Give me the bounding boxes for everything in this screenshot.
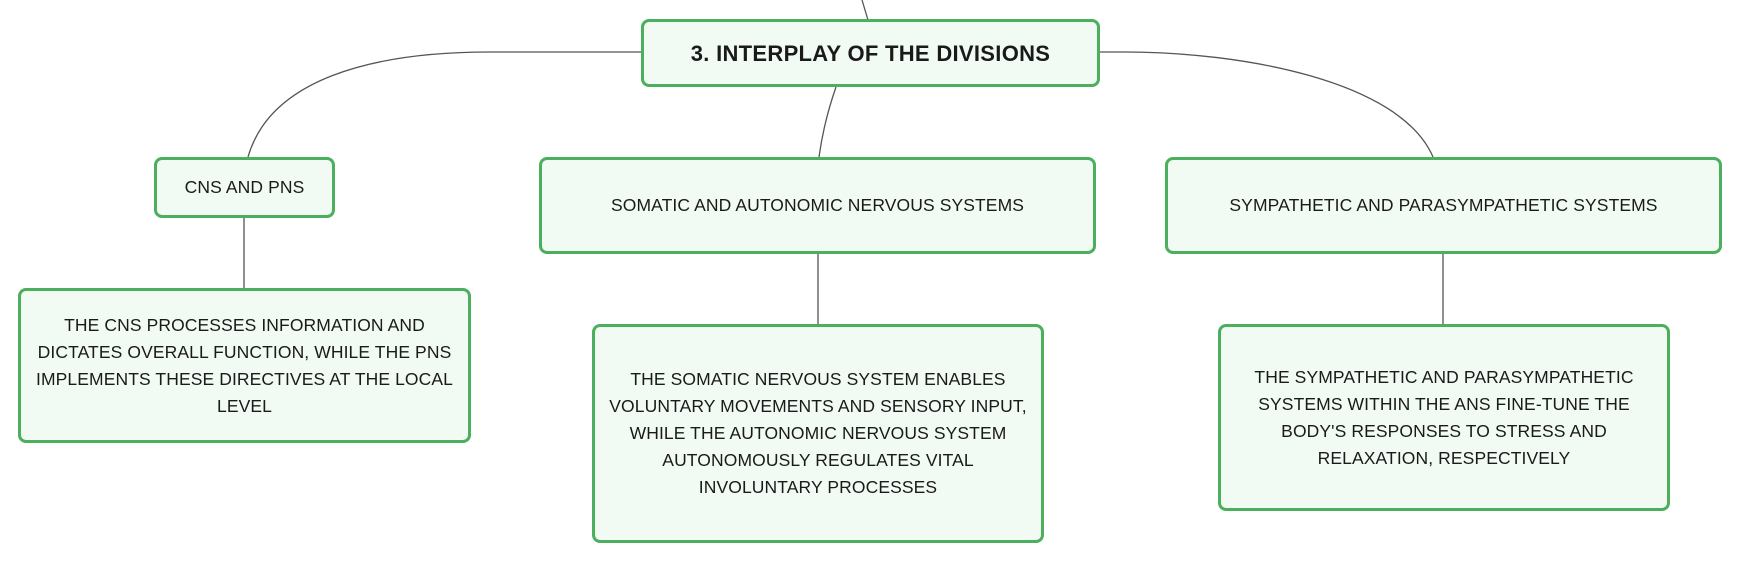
- detail-text: THE CNS PROCESSES INFORMATION AND DICTAT…: [36, 314, 453, 416]
- detail-somatic-and-autonomic[interactable]: THE SOMATIC NERVOUS SYSTEM ENABLES VOLUN…: [592, 324, 1044, 543]
- connector-parent-to-root: [861, 0, 869, 21]
- root-topic[interactable]: 3. INTERPLAY OF THE DIVISIONS: [641, 19, 1100, 87]
- topic-label: SOMATIC AND AUTONOMIC NERVOUS SYSTEMS: [610, 195, 1025, 215]
- topic-somatic-and-autonomic[interactable]: SOMATIC AND AUTONOMIC NERVOUS SYSTEMS: [539, 157, 1096, 254]
- topic-cns-and-pns[interactable]: CNS AND PNS: [154, 157, 335, 218]
- topic-label: CNS AND PNS: [184, 177, 305, 197]
- connector-root-to-cns-pns: [247, 51, 642, 158]
- connector-root-to-somatic-autonomic: [818, 86, 837, 158]
- topic-label: SYMPATHETIC AND PARASYMPATHETIC SYSTEMS: [1229, 195, 1658, 215]
- connector-root-to-sympathetic-parasympathetic: [1099, 51, 1434, 158]
- topic-sympathetic-and-parasympathetic[interactable]: SYMPATHETIC AND PARASYMPATHETIC SYSTEMS: [1165, 157, 1722, 254]
- detail-text: THE SOMATIC NERVOUS SYSTEM ENABLES VOLUN…: [609, 369, 1027, 497]
- detail-text: THE SYMPATHETIC AND PARASYMPATHETIC SYST…: [1254, 366, 1634, 468]
- detail-cns-and-pns[interactable]: THE CNS PROCESSES INFORMATION AND DICTAT…: [18, 288, 471, 443]
- detail-sympathetic-and-parasympathetic[interactable]: THE SYMPATHETIC AND PARASYMPATHETIC SYST…: [1218, 324, 1670, 511]
- root-topic-label: 3. INTERPLAY OF THE DIVISIONS: [690, 40, 1051, 66]
